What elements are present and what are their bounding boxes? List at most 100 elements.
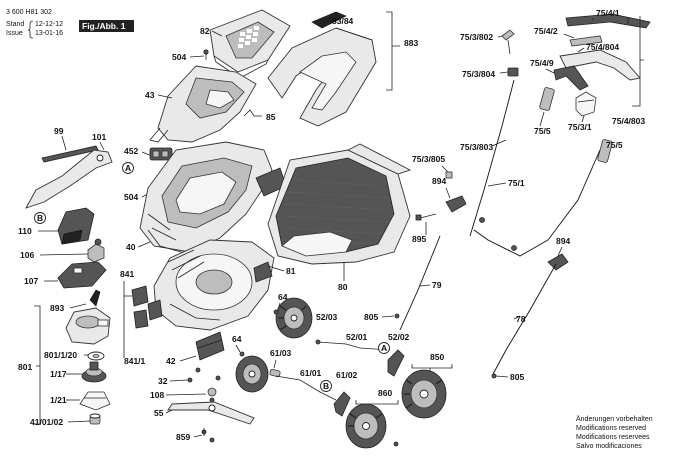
screw-504 <box>203 49 209 60</box>
clip-893 <box>89 289 101 307</box>
label-42: 42 <box>166 356 176 366</box>
label-82: 82 <box>200 26 210 36</box>
bail-75-4-804 <box>559 49 641 81</box>
stand-label: Stand <box>6 21 24 28</box>
label-75-3-802: 75/3/802 <box>460 32 493 42</box>
label-504-top: 504 <box>172 52 186 62</box>
label-841-1: 841/1 <box>124 356 146 366</box>
battery-pack-110 <box>57 207 95 245</box>
label-75-4-2: 75/4/2 <box>534 26 558 36</box>
wheel-61-03 <box>235 355 269 393</box>
label-75-1: 75/1 <box>508 178 525 188</box>
label-75-4-1: 75/4/1 <box>596 8 620 18</box>
label-801-1-20: 801/1/20 <box>44 350 77 360</box>
label-75-3-804: 75/3/804 <box>462 69 495 79</box>
notice-es: Salvo modificaciones <box>576 443 642 450</box>
label-85: 85 <box>266 112 276 122</box>
height-lever-61-02 <box>333 391 351 417</box>
label-32: 32 <box>158 376 168 386</box>
label-452: 452 <box>124 146 138 156</box>
axle-52-01 <box>315 339 391 351</box>
tube-75-5-a <box>539 87 555 111</box>
label-805-right: 805 <box>510 372 524 382</box>
label-894-right: 894 <box>556 236 570 246</box>
wheel-860 <box>345 403 387 449</box>
label-107: 107 <box>24 276 38 286</box>
wheel-52-03 <box>275 297 313 339</box>
label-893: 893 <box>50 303 64 313</box>
label-101: 101 <box>92 132 106 142</box>
lower-handle-79 <box>399 235 441 331</box>
label-75-4-804: 75/4/804 <box>586 42 619 52</box>
label-40: 40 <box>126 242 136 252</box>
label-859: 859 <box>176 432 190 442</box>
bolt-895 <box>415 213 437 221</box>
height-lever-52-02 <box>387 349 405 377</box>
charger-107 <box>57 261 107 289</box>
label-99: 99 <box>54 126 64 136</box>
blade-55 <box>167 401 255 425</box>
issue-date: 13-01-16 <box>35 30 63 37</box>
stand-date: 12-12-12 <box>35 21 63 28</box>
label-64-top: 64 <box>278 292 288 302</box>
label-883: 883 <box>404 38 418 48</box>
bracket-75-4-2 <box>569 35 603 47</box>
modifications-notice: Änderungen vorbehalten Modifications res… <box>576 415 653 450</box>
label-52-03: 52/03 <box>316 312 338 322</box>
chassis-81 <box>153 239 275 331</box>
doc-number: 3 600 H81 302 <box>6 9 52 16</box>
knob-894-right <box>547 253 569 271</box>
knob-894-left <box>445 195 467 213</box>
label-a-top: A <box>125 163 131 173</box>
label-81: 81 <box>286 266 296 276</box>
notice-en: Modifications reserved <box>576 425 646 432</box>
grass-guide-panel-83-84 <box>267 11 377 127</box>
label-b-left: B <box>37 213 43 223</box>
label-80: 80 <box>338 282 348 292</box>
label-75-4-803: 75/4/803 <box>612 116 645 126</box>
label-75-3-805: 75/3/805 <box>412 154 445 164</box>
label-895: 895 <box>412 234 426 244</box>
lever-101 <box>25 149 113 209</box>
label-108: 108 <box>150 390 164 400</box>
tube-75-5-b <box>597 139 613 163</box>
label-504-mid: 504 <box>124 192 138 202</box>
bearing-801-1-20 <box>87 351 105 361</box>
label-41-01-02: 41/01/02 <box>30 417 63 427</box>
label-79: 79 <box>432 280 442 290</box>
upper-housing-43 <box>149 65 257 143</box>
label-75-4-9: 75/4/9 <box>530 58 554 68</box>
label-52-02: 52/02 <box>388 332 410 342</box>
axle-61-01 <box>275 375 337 401</box>
handle-bar-99 <box>41 145 99 163</box>
cable-clip-75-3-804 <box>507 67 519 77</box>
label-43: 43 <box>145 90 155 100</box>
label-78: 78 <box>516 314 526 324</box>
blade-holder-108 <box>207 387 217 403</box>
label-75-3-1: 75/3/1 <box>568 122 592 132</box>
cable-clip-75-3-805 <box>445 171 453 179</box>
grass-box-80 <box>267 143 412 265</box>
label-b-bottom: B <box>323 381 329 391</box>
label-61-03: 61/03 <box>270 348 292 358</box>
issue-label: Issue <box>6 30 23 37</box>
bushing <box>269 368 281 378</box>
upper-handle-75-1 <box>469 79 601 257</box>
main-deck-40 <box>139 141 287 255</box>
label-1-21: 1/21 <box>50 395 67 405</box>
label-75-3-803: 75/3/803 <box>460 142 493 152</box>
label-1-17: 1/17 <box>50 369 67 379</box>
lower-handle-78 <box>491 263 557 377</box>
notice-de: Änderungen vorbehalten <box>576 415 653 423</box>
label-64-left: 64 <box>232 334 242 344</box>
label-894-left: 894 <box>432 176 446 186</box>
notice-fr: Modifications reservees <box>576 434 650 441</box>
label-52-01: 52/01 <box>346 332 368 342</box>
label-805-left: 805 <box>364 312 378 322</box>
label-850: 850 <box>430 352 444 362</box>
wheel-850 <box>401 369 447 419</box>
label-83-84: 83/84 <box>332 16 354 26</box>
switch-452 <box>149 147 173 161</box>
fig-label-box <box>79 20 134 32</box>
